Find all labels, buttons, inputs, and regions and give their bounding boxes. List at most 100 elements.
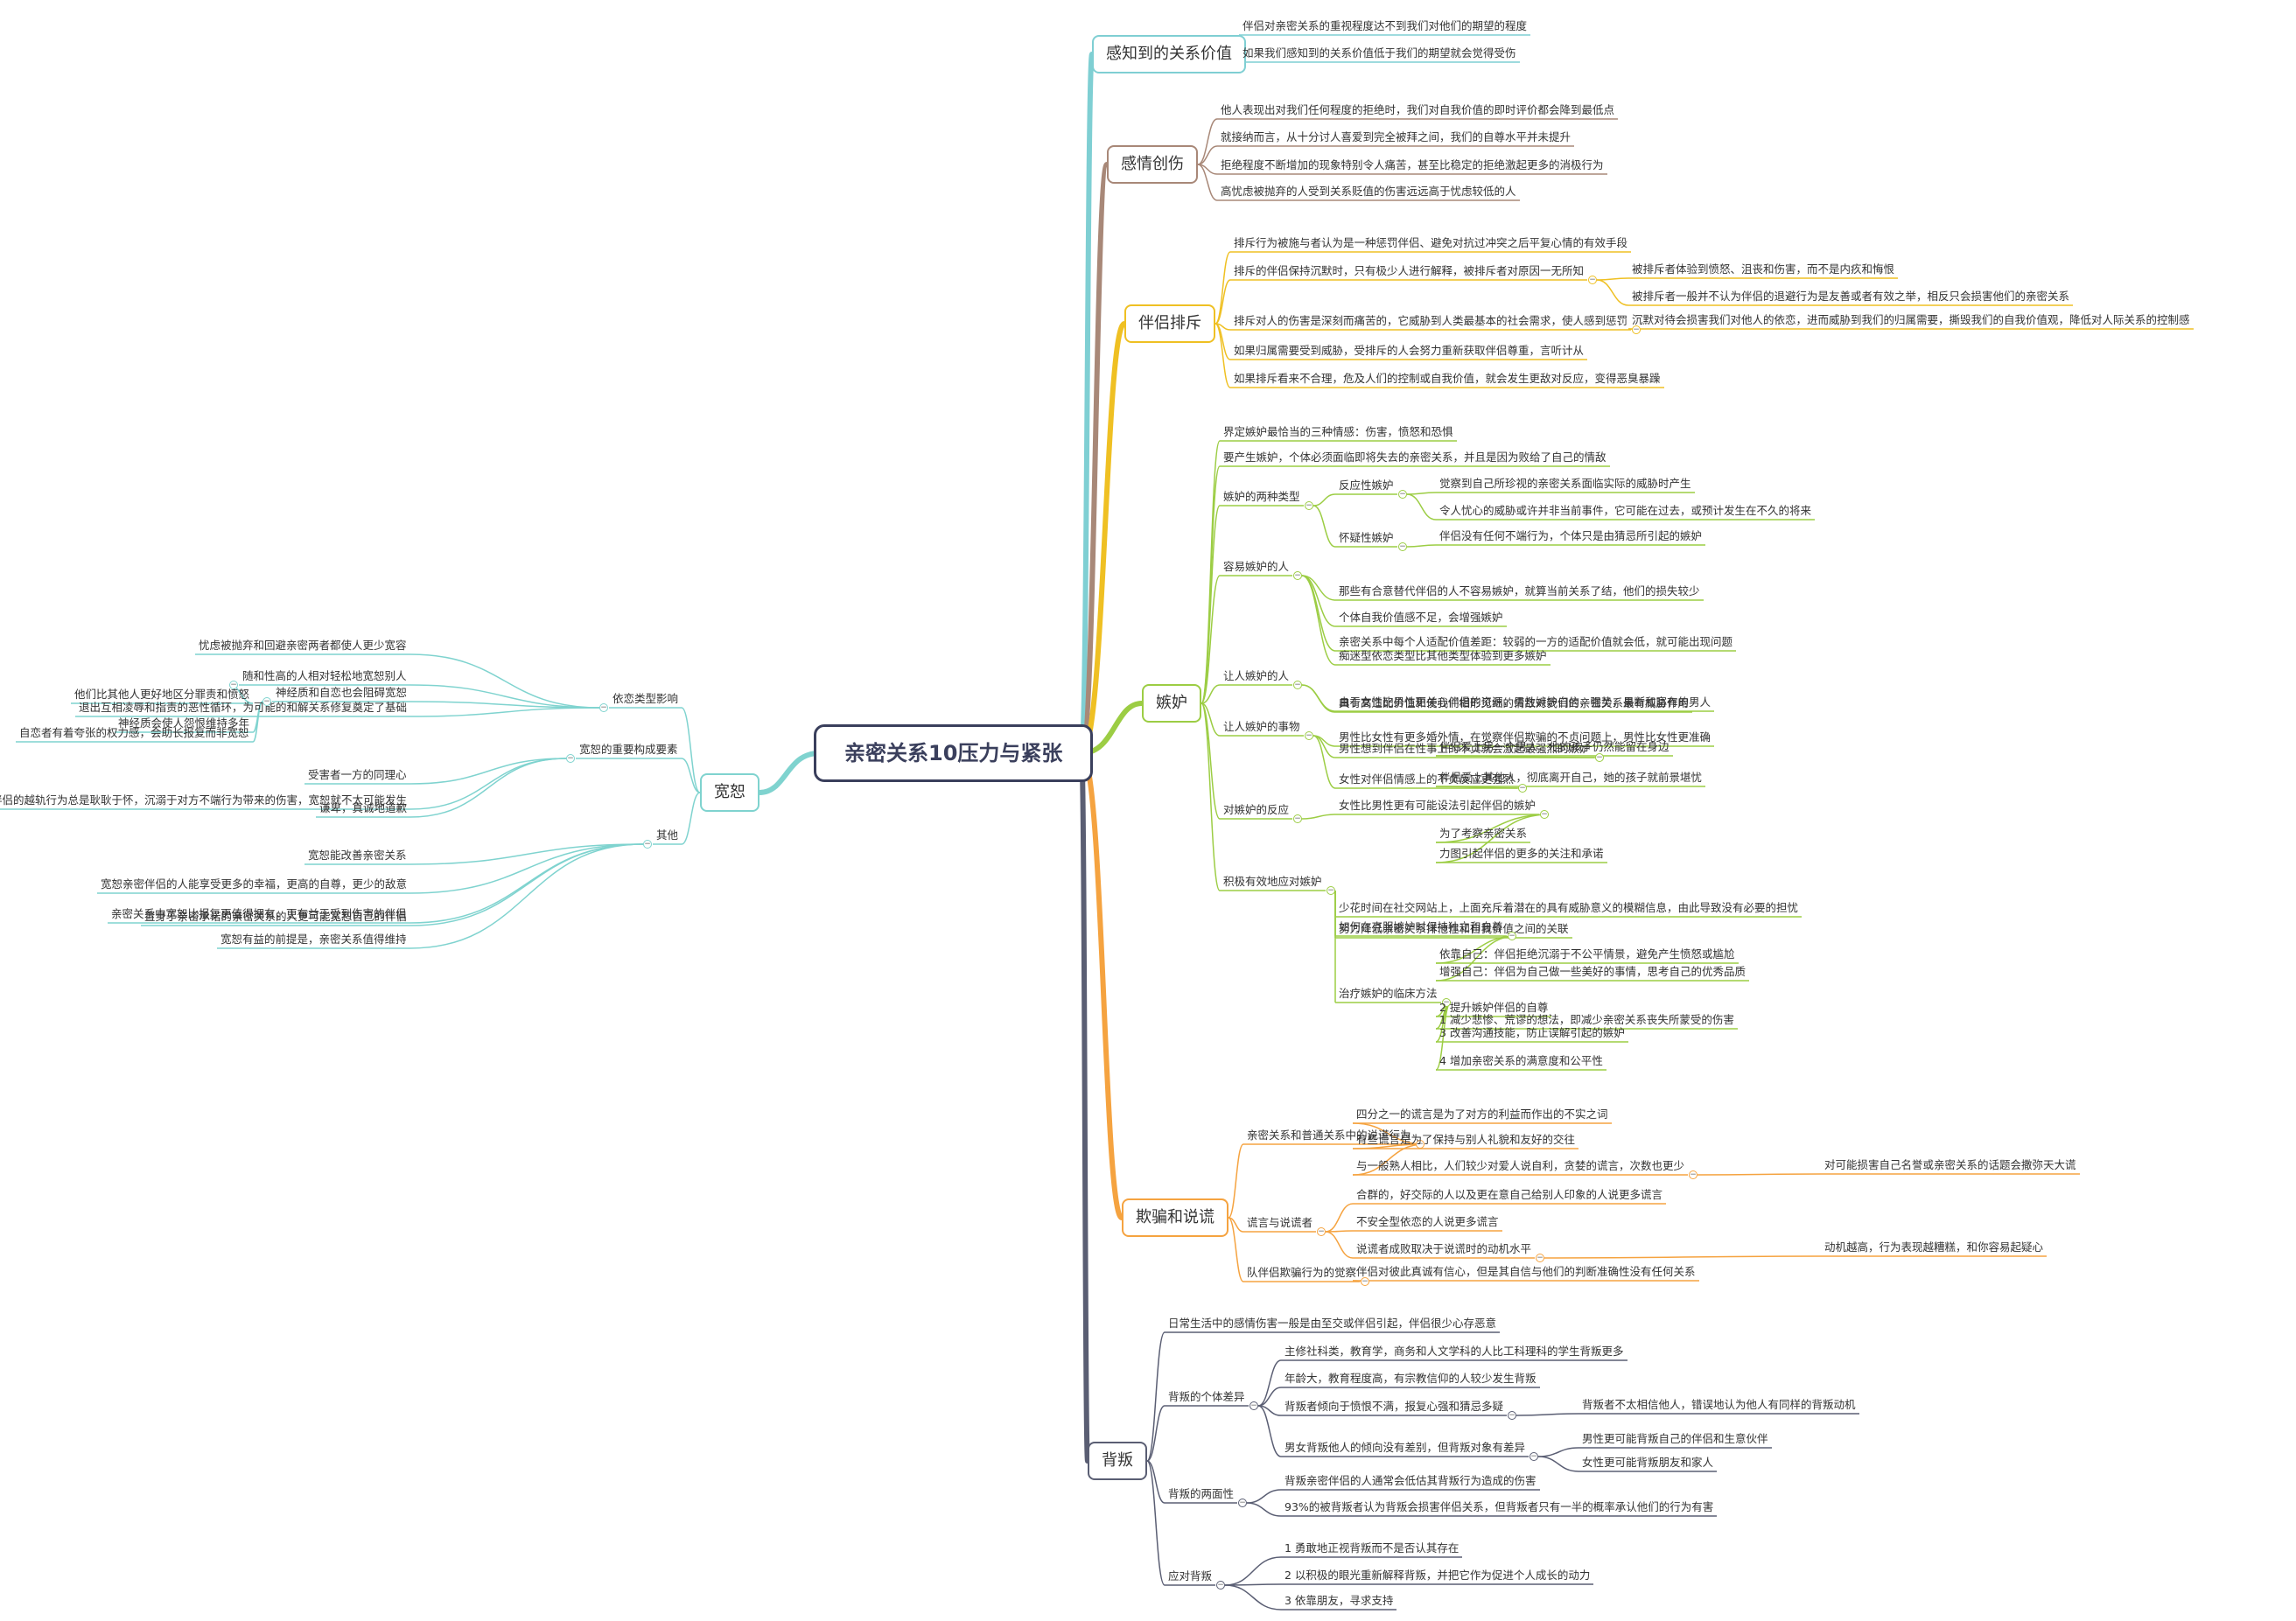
collapse-toggle[interactable]: − — [1518, 784, 1527, 793]
topic-node[interactable]: 力图引起伴侣的更多的关注和承诺 — [1439, 847, 1604, 860]
collapse-toggle[interactable]: − — [1442, 998, 1451, 1007]
topic-node[interactable]: 依靠自己：伴侣拒绝沉溺于不公平情景，避免产生愤怒或尴尬 — [1439, 947, 1735, 961]
topic-node[interactable]: 背叛的两面性 — [1168, 1487, 1235, 1500]
collapse-toggle[interactable]: − — [1293, 571, 1302, 580]
branch-4[interactable]: 嫉妒 — [1142, 684, 1201, 723]
topic-node[interactable]: 伴侣对亲密关系的重视程度达不到我们对他们的期望的程度 — [1242, 19, 1528, 32]
branch-7[interactable]: 宽恕 — [700, 773, 760, 812]
topic-node[interactable]: 怀疑性嫉妒 — [1339, 531, 1394, 544]
topic-node[interactable]: 为了考察亲密关系 — [1439, 827, 1528, 840]
topic-node[interactable]: 随和性高的人相对轻松地宽恕别人 — [242, 669, 407, 682]
topic-node[interactable]: 4 增加亲密关系的满意度和公平性 — [1439, 1054, 1603, 1067]
topic-node[interactable]: 2 以积极的眼光重新解释背叛，并把它作为促进个人成长的动力 — [1284, 1569, 1591, 1582]
collapse-toggle[interactable]: − — [1293, 681, 1302, 689]
topic-node[interactable]: 宽恕亲密伴侣的人能享受更多的幸福，更高的自尊，更少的敌意 — [101, 877, 408, 891]
topic-node[interactable]: 亲密关系中每个人适配价值差距：较弱的一方的适配价值就会低，就可能出现问题 — [1339, 635, 1733, 648]
collapse-toggle[interactable]: − — [1238, 1499, 1247, 1507]
topic-node[interactable]: 伴侣对彼此真诚有信心，但是其自信与他们的判断准确性没有任何关系 — [1356, 1265, 1696, 1278]
topic-node[interactable]: 增强自己：伴侣为自己做一些美好的事情，思考自己的优秀品质 — [1439, 965, 1746, 978]
collapse-toggle[interactable]: − — [643, 840, 652, 849]
topic-node[interactable]: 1 减少悲惨、荒谬的想法，即减少亲密关系丧失所蒙受的伤害 — [1439, 1013, 1734, 1026]
topic-node[interactable]: 谦卑，真诚地道歉 — [319, 801, 408, 814]
collapse-toggle[interactable]: − — [1632, 325, 1641, 334]
collapse-toggle[interactable]: − — [1595, 753, 1604, 762]
collapse-toggle[interactable]: − — [566, 754, 575, 763]
collapse-toggle[interactable]: − — [1530, 1452, 1538, 1461]
branch-2[interactable]: 感情创伤 — [1107, 145, 1198, 184]
root-topic[interactable]: 亲密关系10压力与紧张 — [814, 724, 1094, 782]
topic-node[interactable]: 他人表现出对我们任何程度的拒绝时，我们对自我价值的即时评价都会降到最低点 — [1221, 103, 1615, 116]
topic-node[interactable]: 拒绝程度不断增加的现象特别令人痛苦，甚至比稳定的拒绝激起更多的消极行为 — [1221, 158, 1604, 171]
topic-node[interactable]: 宽恕的重要构成要素 — [579, 743, 678, 756]
topic-node[interactable]: 具有高适配价值和使我们相形见绌的情敌对我们的亲密关系最有威胁作用 — [1339, 696, 1690, 709]
topic-node[interactable]: 亲密关系中宽恕比报复更值得拥有，更有益于受到伤害的伴侣 — [111, 907, 407, 920]
topic-node[interactable]: 伴侣没有任何不端行为，个体只是由猜忌所引起的嫉妒 — [1439, 529, 1703, 542]
topic-node[interactable]: 男性比女性有更多婚外情，在觉察伴侣欺骗的不贞问题上，男性比女性更准确 — [1339, 730, 1712, 744]
topic-node[interactable]: 背叛亲密伴侣的人通常会低估其背叛行为造成的伤害 — [1284, 1474, 1536, 1487]
topic-node[interactable]: 由于女性比男性更关心伴侣的资源，男性嫉妒自信，强势，果断和富有的男人 — [1339, 695, 1712, 709]
topic-node[interactable]: 让人嫉妒的人 — [1223, 669, 1290, 682]
topic-node[interactable]: 他们比其他人更好地区分罪责和愤怒 — [74, 688, 250, 701]
topic-node[interactable]: 合群的，好交际的人以及更在意自己给别人印象的人说更多谎言 — [1356, 1188, 1663, 1201]
topic-node[interactable]: 说谎者成败取决于说谎时的动机水平 — [1356, 1242, 1532, 1255]
collapse-toggle[interactable]: − — [1536, 1254, 1544, 1262]
topic-node[interactable]: 就接纳而言，从十分讨人喜爱到完全被拜之间，我们的自尊水平并未提升 — [1221, 130, 1572, 143]
topic-node[interactable]: 动机越高，行为表现越糟糕，和你容易起疑心 — [1824, 1240, 2044, 1254]
topic-node[interactable]: 主修社科类，教育学，商务和人文学科的人比工科理科的学生背叛更多 — [1284, 1345, 1624, 1358]
collapse-toggle[interactable]: − — [1305, 731, 1313, 740]
topic-node[interactable]: 排斥对人的伤害是深刻而痛苦的，它威胁到人类最基本的社会需求，使人感到惩罚 — [1234, 314, 1628, 327]
collapse-toggle[interactable]: − — [1508, 932, 1516, 940]
topic-node[interactable]: 如果排斥看来不合理，危及人们的控制或自我价值，就会发生更敌对反应，变得恶臭暴躁 — [1234, 372, 1661, 385]
branch-6[interactable]: 背叛 — [1088, 1442, 1147, 1480]
topic-node[interactable]: 女性比男性更有可能设法引起伴侣的嫉妒 — [1339, 799, 1536, 812]
topic-node[interactable]: 亲密关系和普通关系中的说谎行为 — [1247, 1128, 1411, 1142]
topic-node[interactable]: 与一般熟人相比，人们较少对爱人说自利，贪婪的谎言，次数也更少 — [1356, 1159, 1685, 1172]
topic-node[interactable]: 女性更可能背叛朋友和家人 — [1582, 1456, 1714, 1469]
collapse-toggle[interactable]: − — [1326, 886, 1335, 895]
topic-node[interactable]: 对可能损害自己名誉或亲密关系的话题会撒弥天大谎 — [1824, 1158, 2076, 1171]
topic-node[interactable]: 个体自我价值感不足，会增强嫉妒 — [1339, 611, 1503, 624]
collapse-toggle[interactable]: − — [1250, 1401, 1258, 1410]
collapse-toggle[interactable]: − — [1305, 501, 1313, 510]
topic-node[interactable]: 嫉妒的两种类型 — [1223, 490, 1300, 503]
topic-node[interactable]: 容易嫉妒的人 — [1223, 560, 1290, 573]
topic-node[interactable]: 忧虑被抛弃和回避亲密两者都使人更少宽容 — [199, 639, 407, 652]
collapse-toggle[interactable]: − — [229, 681, 238, 689]
topic-node[interactable]: 痴迷型依恋类型比其他类型体验到更多嫉妒 — [1339, 649, 1547, 662]
collapse-toggle[interactable]: − — [1689, 1170, 1698, 1179]
collapse-toggle[interactable]: − — [599, 703, 608, 712]
topic-node[interactable]: 神经质和自恋也会阻碍宽恕 — [276, 686, 408, 699]
topic-node[interactable]: 女性对伴侣情感上的不贞反应更强烈 — [1339, 772, 1515, 786]
topic-node[interactable]: 如果归属需要受到威胁，受排斥的人会努力重新获取伴侣尊重，言听计从 — [1234, 344, 1585, 357]
topic-node[interactable]: 界定嫉妒最恰当的三种情感：伤害，愤怒和恐惧 — [1223, 425, 1453, 438]
topic-node[interactable]: 不安全型依恋的人说更多谎言 — [1356, 1215, 1499, 1228]
collapse-toggle[interactable]: − — [1416, 1140, 1424, 1149]
topic-node[interactable]: 觉察到自己所珍视的亲密关系面临实际的威胁时产生 — [1439, 477, 1691, 490]
topic-node[interactable]: 93%的被背叛者认为背叛会损害伴侣关系，但背叛者只有一半的概率承认他们的行为有害 — [1284, 1500, 1714, 1513]
topic-node[interactable]: 对嫉妒的反应 — [1223, 803, 1290, 816]
topic-node[interactable]: 如果我们感知到的关系价值低于我们的期望就会觉得受伤 — [1242, 46, 1516, 59]
topic-node[interactable]: 3 改善沟通技能，防止误解引起的嫉妒 — [1439, 1026, 1625, 1039]
topic-node[interactable]: 受害者一方的同理心 — [308, 768, 407, 781]
topic-node[interactable]: 谎言与说谎者 — [1247, 1216, 1313, 1229]
collapse-toggle[interactable]: − — [1540, 810, 1549, 819]
topic-node[interactable]: 让人嫉妒的事物 — [1223, 720, 1300, 733]
topic-node[interactable]: 1 勇敢地正视背叛而不是否认其存在 — [1284, 1541, 1460, 1555]
collapse-toggle[interactable]: − — [1398, 490, 1407, 499]
collapse-toggle[interactable]: − — [1317, 1227, 1326, 1236]
topic-node[interactable]: 伴侣爱上其他人，彻底离开自己，她的孩子就前景堪忧 — [1439, 771, 1703, 784]
topic-node[interactable]: 宽恕有益的前提是，亲密关系值得维持 — [220, 933, 407, 946]
topic-node[interactable]: 伴侣爱上另一个男人，他的孩子仍然能留在身边 — [1439, 740, 1670, 753]
topic-node[interactable]: 那些有合意替代伴侣的人不容易嫉妒，就算当前关系了结，他们的损失较少 — [1339, 584, 1700, 597]
topic-node[interactable]: 应对背叛 — [1168, 1569, 1213, 1583]
topic-node[interactable]: 日常生活中的感情伤害一般是由至交或伴侣引起，伴侣很少心存恶意 — [1168, 1317, 1497, 1330]
branch-3[interactable]: 伴侣排斥 — [1124, 304, 1215, 343]
topic-node[interactable]: 排斥行为被施与者认为是一种惩罚伴侣、避免对抗过冲突之后平复心情的有效手段 — [1234, 236, 1628, 249]
topic-node[interactable]: 2 提升嫉妒伴侣的自尊 — [1439, 1001, 1549, 1014]
topic-node[interactable]: 治疗嫉妒的临床方法 — [1339, 987, 1438, 1000]
collapse-toggle[interactable]: − — [1398, 542, 1407, 551]
topic-node[interactable]: 男性更可能背叛自己的伴侣和生意伙伴 — [1582, 1432, 1768, 1445]
collapse-toggle[interactable]: − — [1361, 1277, 1369, 1286]
collapse-toggle[interactable]: − — [262, 697, 271, 706]
topic-node[interactable]: 有些谎言是为了保持与别人礼貌和友好的交往 — [1356, 1133, 1576, 1146]
